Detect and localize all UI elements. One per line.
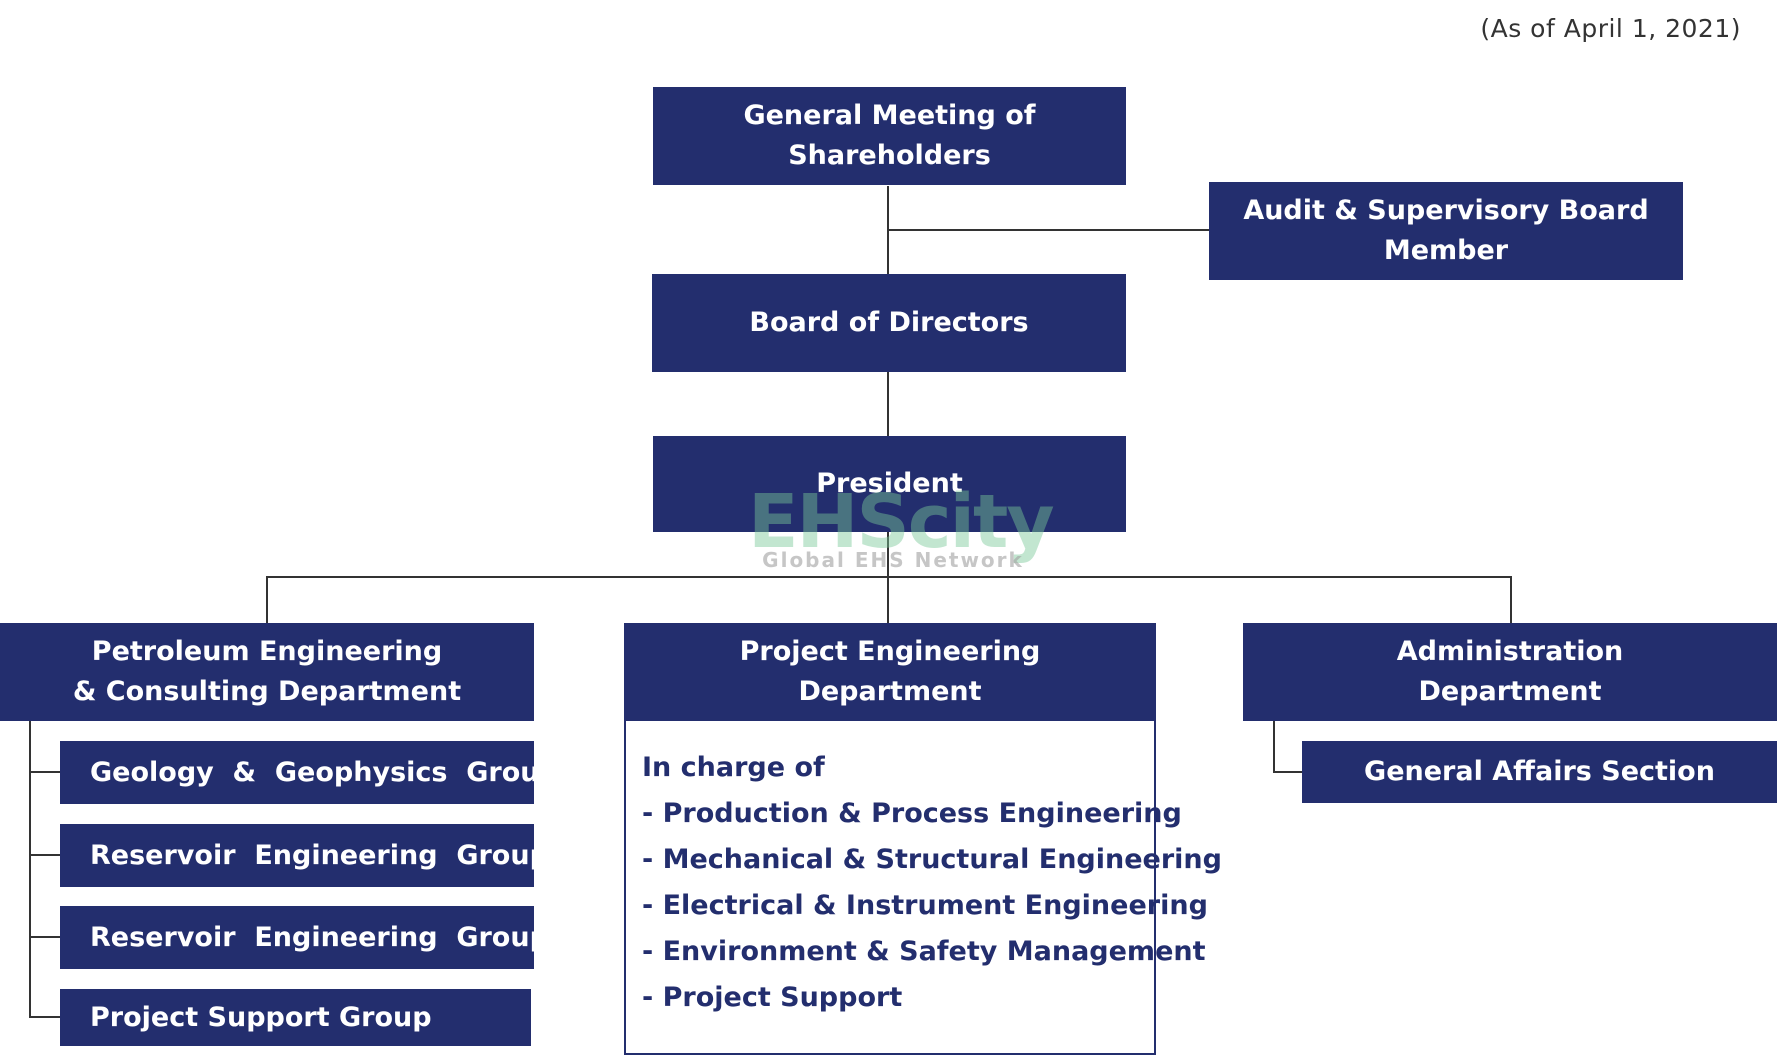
general-affairs-section-label: General Affairs Section [1364, 756, 1715, 787]
charge-item: - Project Support [642, 982, 903, 1013]
connector-petroleum-groups [29, 720, 31, 1018]
general-meeting-box: General Meeting of Shareholders [653, 87, 1126, 185]
group-reservoir-1-label: Reservoir Engineering Group I [90, 839, 569, 871]
as-of-date: (As of April 1, 2021) [1480, 14, 1741, 43]
petroleum-title-line-2: & Consulting Department [72, 676, 462, 707]
connector-petroleum [266, 576, 268, 624]
audit-board-line-2: Member [1383, 235, 1509, 266]
charge-item: - Environment & Safety Management [642, 936, 1206, 967]
group-project-support-label: Project Support Group [90, 1001, 432, 1033]
project-charge-panel: In charge of - Production & Process Engi… [624, 721, 1222, 1055]
petroleum-department-box: Petroleum Engineering & Consulting Depart… [0, 623, 534, 721]
group-reservoir-1: Reservoir Engineering Group I [60, 824, 568, 887]
general-meeting-line-2: Shareholders [788, 140, 991, 171]
board-of-directors-label: Board of Directors [749, 307, 1029, 338]
general-meeting-line-1: General Meeting of [743, 100, 1036, 131]
project-title-line-2: Department [798, 676, 982, 707]
connector-dept-bar [266, 576, 1512, 578]
watermark-tagline: Global EHS Network [762, 548, 1024, 572]
administration-title-line-1: Administration [1396, 636, 1624, 667]
group-project-support: Project Support Group [60, 989, 531, 1046]
connector-group-4 [29, 1016, 60, 1018]
president-box: President [653, 436, 1126, 532]
connector-admin-section-h [1273, 771, 1302, 773]
charge-item: - Production & Process Engineering [642, 798, 1182, 829]
connector-audit [887, 229, 1209, 231]
president-label: President [816, 468, 963, 499]
connector-group-3 [29, 936, 60, 938]
connector-group-2 [29, 854, 60, 856]
petroleum-title-line-1: Petroleum Engineering [91, 636, 443, 667]
group-reservoir-2: Reservoir Engineering Group II [60, 906, 578, 969]
general-affairs-section: General Affairs Section [1302, 741, 1777, 803]
connector-group-1 [29, 771, 60, 773]
administration-title-line-2: Department [1418, 676, 1602, 707]
connector-board-president [887, 372, 889, 436]
charge-item: - Mechanical & Structural Engineering [642, 844, 1222, 875]
connector-admin-section [1273, 720, 1275, 773]
connector-president-depts [887, 532, 889, 624]
group-geology-geophysics: Geology & Geophysics Group [60, 741, 559, 804]
audit-board-line-1: Audit & Supervisory Board [1243, 195, 1649, 226]
group-geology-geophysics-label: Geology & Geophysics Group [90, 756, 559, 788]
connector-admin [1510, 576, 1512, 624]
group-reservoir-2-label: Reservoir Engineering Group II [90, 921, 579, 953]
charge-heading: In charge of [642, 752, 825, 783]
board-of-directors-box: Board of Directors [652, 274, 1126, 372]
project-title-line-1: Project Engineering [739, 636, 1041, 667]
charge-item: - Electrical & Instrument Engineering [642, 890, 1208, 921]
